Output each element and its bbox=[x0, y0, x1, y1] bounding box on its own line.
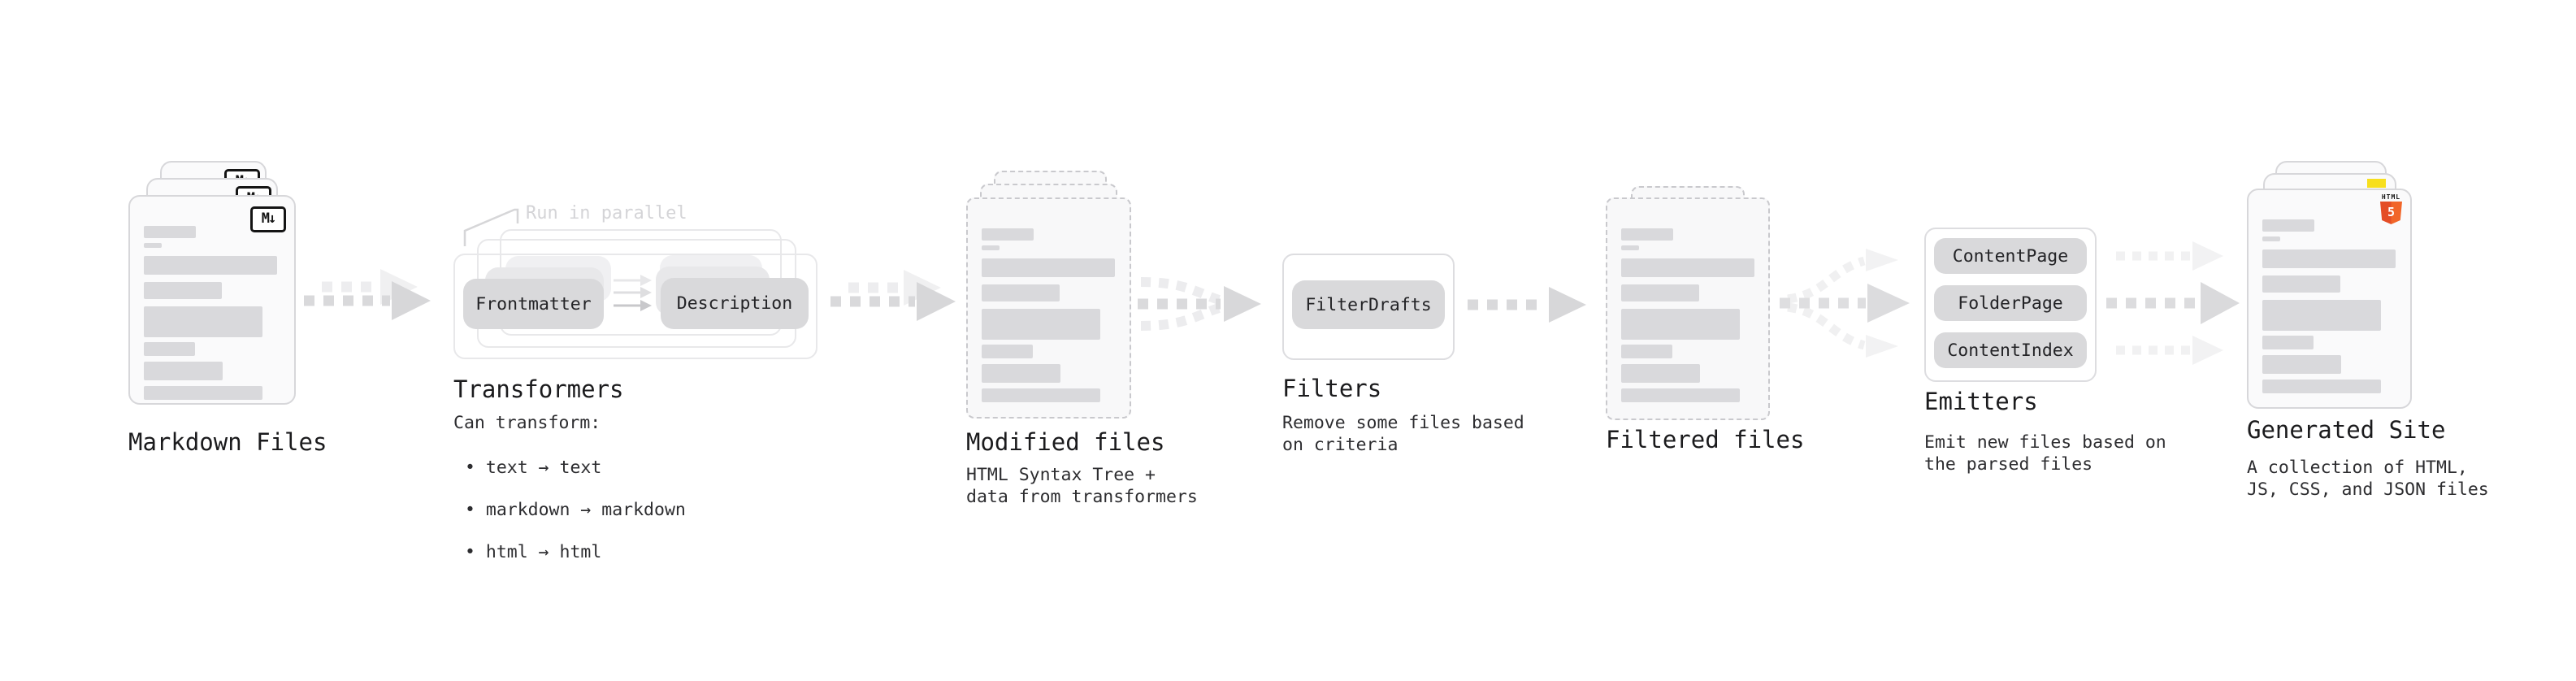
placeholder-line bbox=[1621, 364, 1700, 383]
placeholder-line bbox=[144, 386, 262, 400]
placeholder-line bbox=[982, 364, 1060, 383]
placeholder-line bbox=[144, 342, 195, 356]
bullet-item: • markdown → markdown bbox=[465, 500, 686, 520]
placeholder-line bbox=[2262, 219, 2314, 232]
folderpage-node: FolderPage bbox=[1934, 285, 2087, 321]
file-card-html: HTML 5 bbox=[2247, 189, 2412, 409]
placeholder-line bbox=[982, 388, 1100, 402]
arrows-emitters-to-generated bbox=[2106, 241, 2240, 365]
stage-label-filtered-files: Filtered files bbox=[1606, 426, 1805, 453]
placeholder-line bbox=[1621, 228, 1673, 241]
placeholder-line bbox=[144, 362, 223, 380]
arrow-transformers-to-modified bbox=[830, 270, 956, 321]
placeholder-line bbox=[1621, 309, 1740, 340]
placeholder-line bbox=[1621, 388, 1740, 402]
placeholder-line bbox=[982, 245, 1000, 250]
html5-icon: HTML 5 bbox=[2380, 193, 2402, 224]
placeholder-line bbox=[144, 282, 222, 299]
stage-label-filters: Filters bbox=[1282, 375, 1382, 402]
stage-label-emitters: Emitters bbox=[1924, 388, 2038, 415]
placeholder-line bbox=[982, 345, 1033, 358]
bullet-item: • html → html bbox=[465, 542, 602, 562]
placeholder-line bbox=[2262, 275, 2340, 293]
file-card bbox=[1606, 197, 1770, 420]
placeholder-line bbox=[144, 306, 262, 337]
placeholder-line bbox=[2262, 300, 2381, 331]
placeholder-line bbox=[2262, 236, 2280, 241]
stage-label-markdown-files: Markdown Files bbox=[128, 428, 327, 456]
placeholder-line bbox=[144, 256, 277, 275]
placeholder-line bbox=[2262, 380, 2381, 393]
placeholder-line bbox=[144, 226, 196, 238]
placeholder-line bbox=[982, 258, 1115, 277]
arrow-filtered-to-emitters-fanout bbox=[1780, 249, 1910, 358]
arrow-modified-to-filters-merge bbox=[1138, 277, 1261, 331]
frontmatter-node: Frontmatter bbox=[463, 279, 604, 329]
javascript-icon bbox=[2367, 179, 2386, 188]
stage-label-generated-site: Generated Site bbox=[2247, 416, 2446, 444]
placeholder-line bbox=[1621, 345, 1672, 358]
placeholder-line bbox=[2262, 336, 2314, 349]
transformer-frame bbox=[453, 254, 817, 359]
placeholder-line bbox=[2262, 355, 2341, 374]
placeholder-line bbox=[1621, 258, 1754, 277]
run-in-parallel-annotation: Run in parallel bbox=[526, 203, 687, 223]
filterdrafts-node: FilterDrafts bbox=[1292, 280, 1445, 329]
filters-description: Remove some files based on criteria bbox=[1282, 413, 1524, 455]
run-in-parallel-callout-line bbox=[463, 208, 519, 246]
generated-site-description: A collection of HTML, JS, CSS, and JSON … bbox=[2247, 458, 2489, 500]
placeholder-line bbox=[982, 284, 1060, 301]
emitters-description: Emit new files based on the parsed files bbox=[1924, 432, 2166, 475]
placeholder-line bbox=[982, 309, 1100, 340]
transformer-parallel-arrows bbox=[614, 275, 652, 311]
file-card: M↓ bbox=[128, 195, 296, 405]
placeholder-line bbox=[2262, 249, 2396, 268]
markdown-icon: M↓ bbox=[250, 206, 286, 232]
file-card bbox=[966, 197, 1131, 419]
transformers-description-title: Can transform: bbox=[453, 413, 601, 433]
arrow-markdown-to-transformers bbox=[304, 269, 431, 320]
bullet-item: • text → text bbox=[465, 458, 602, 478]
arrow-filters-to-filtered bbox=[1468, 287, 1586, 323]
placeholder-line bbox=[982, 228, 1034, 241]
stage-label-modified-files: Modified files bbox=[966, 428, 1165, 456]
contentindex-node: ContentIndex bbox=[1934, 332, 2087, 368]
placeholder-line bbox=[1621, 284, 1699, 301]
description-node: Description bbox=[661, 278, 809, 329]
placeholder-line bbox=[1621, 245, 1639, 250]
placeholder-line bbox=[144, 243, 162, 248]
transformers-bullet-list: • text → text • markdown → markdown • ht… bbox=[465, 436, 686, 584]
stage-label-transformers: Transformers bbox=[453, 375, 624, 403]
modified-files-description: HTML Syntax Tree + data from transformer… bbox=[966, 465, 1198, 507]
contentpage-node: ContentPage bbox=[1934, 238, 2087, 274]
